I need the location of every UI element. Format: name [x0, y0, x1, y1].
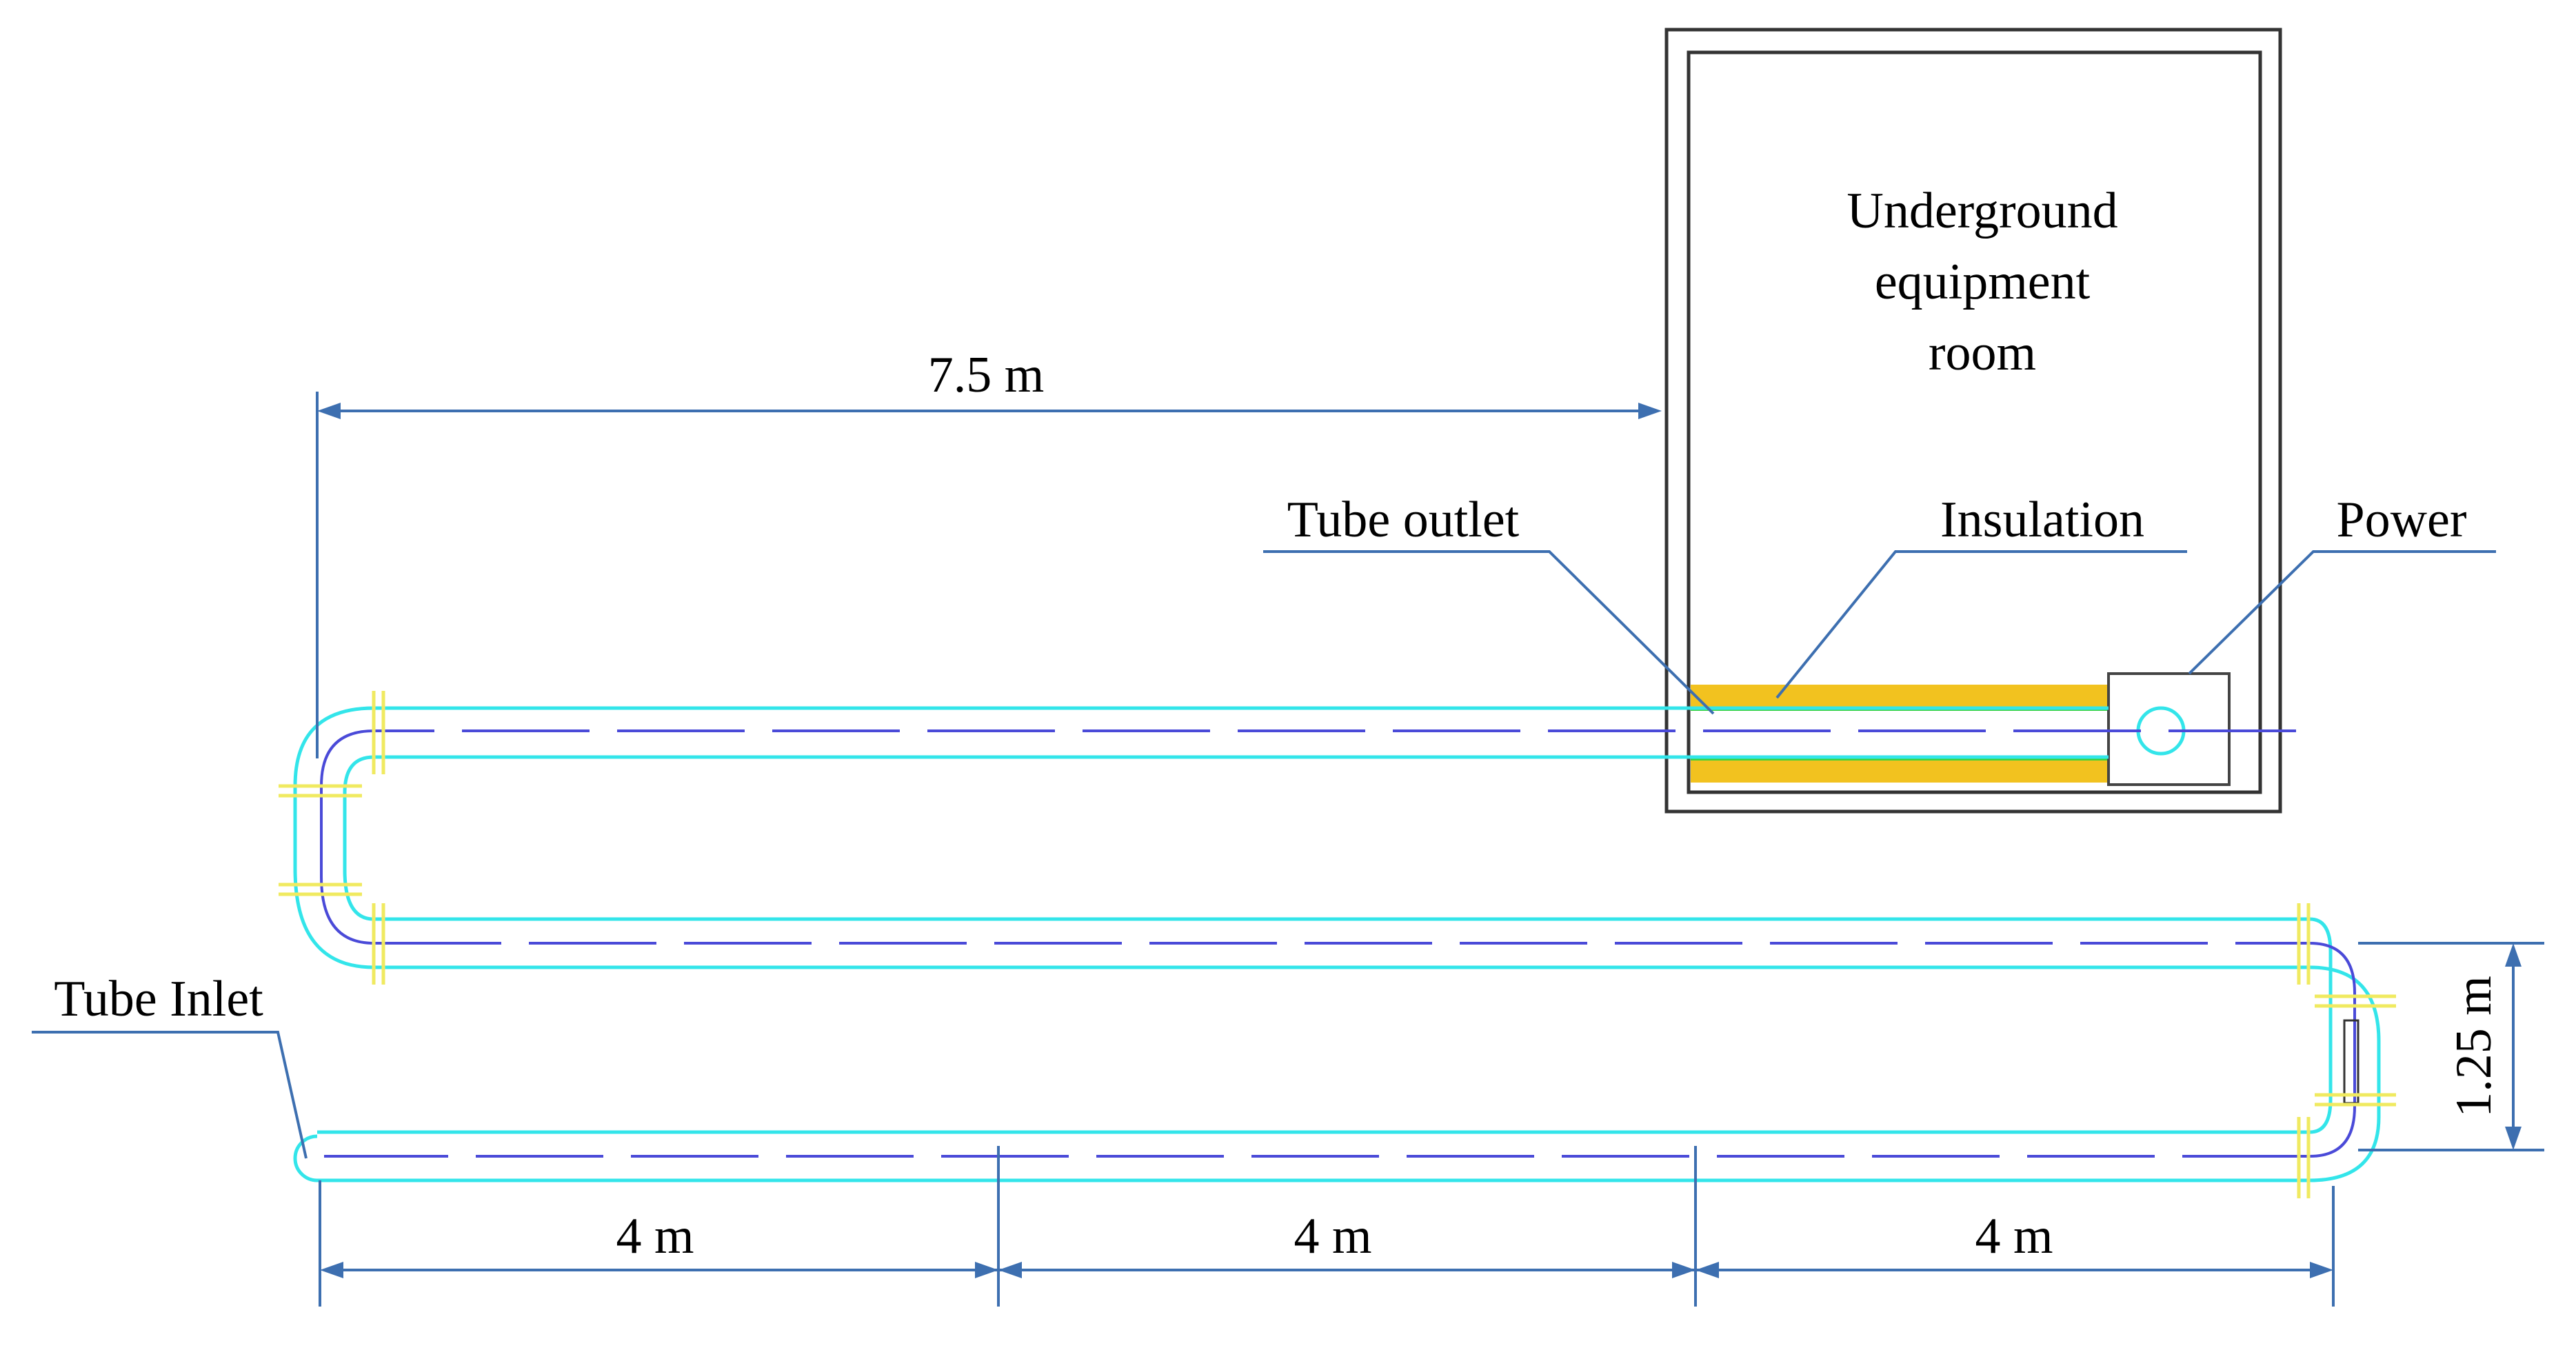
leader-power — [2188, 550, 2496, 675]
leader-insulation — [1775, 550, 2187, 699]
equipment-room — [1664, 28, 2282, 814]
leader-tube-inlet — [32, 1031, 308, 1159]
insulation-bands — [1691, 685, 2109, 783]
tube-centerline — [320, 729, 2356, 1158]
insulation-label: Insulation — [1940, 492, 2144, 548]
tube-inlet-label: Tube Inlet — [54, 971, 263, 1027]
room-label-line1: Underground — [1847, 183, 2117, 239]
dimension-loop-spacing: 1.25 m — [2446, 976, 2502, 1118]
leader-tube-outlet — [1263, 550, 1715, 715]
room-label-line3: room — [1929, 325, 2036, 381]
tube-outlet-label: Tube outlet — [1287, 492, 1520, 548]
power-box — [2107, 672, 2231, 786]
power-label: Power — [2336, 492, 2466, 548]
dimension-segment-1: 4 m — [616, 1208, 694, 1265]
dimension-segment-2: 4 m — [1294, 1208, 1371, 1265]
flange-markers — [279, 691, 2396, 1198]
insulation-band-bottom — [1691, 758, 2109, 783]
centerline-left-bend — [320, 729, 374, 945]
dimension-outlet-distance: 7.5 m — [928, 347, 1045, 403]
centerline-right-bend — [2309, 942, 2356, 1158]
dimension-segment-3: 4 m — [1975, 1208, 2053, 1265]
insulation-band-top — [1691, 685, 2109, 709]
room-inner-wall — [1687, 50, 2262, 794]
leader-lines — [32, 550, 2496, 1159]
room-outer-wall — [1664, 28, 2282, 814]
dimension-lines — [316, 392, 2544, 1307]
room-label-line2: equipment — [1875, 254, 2091, 310]
